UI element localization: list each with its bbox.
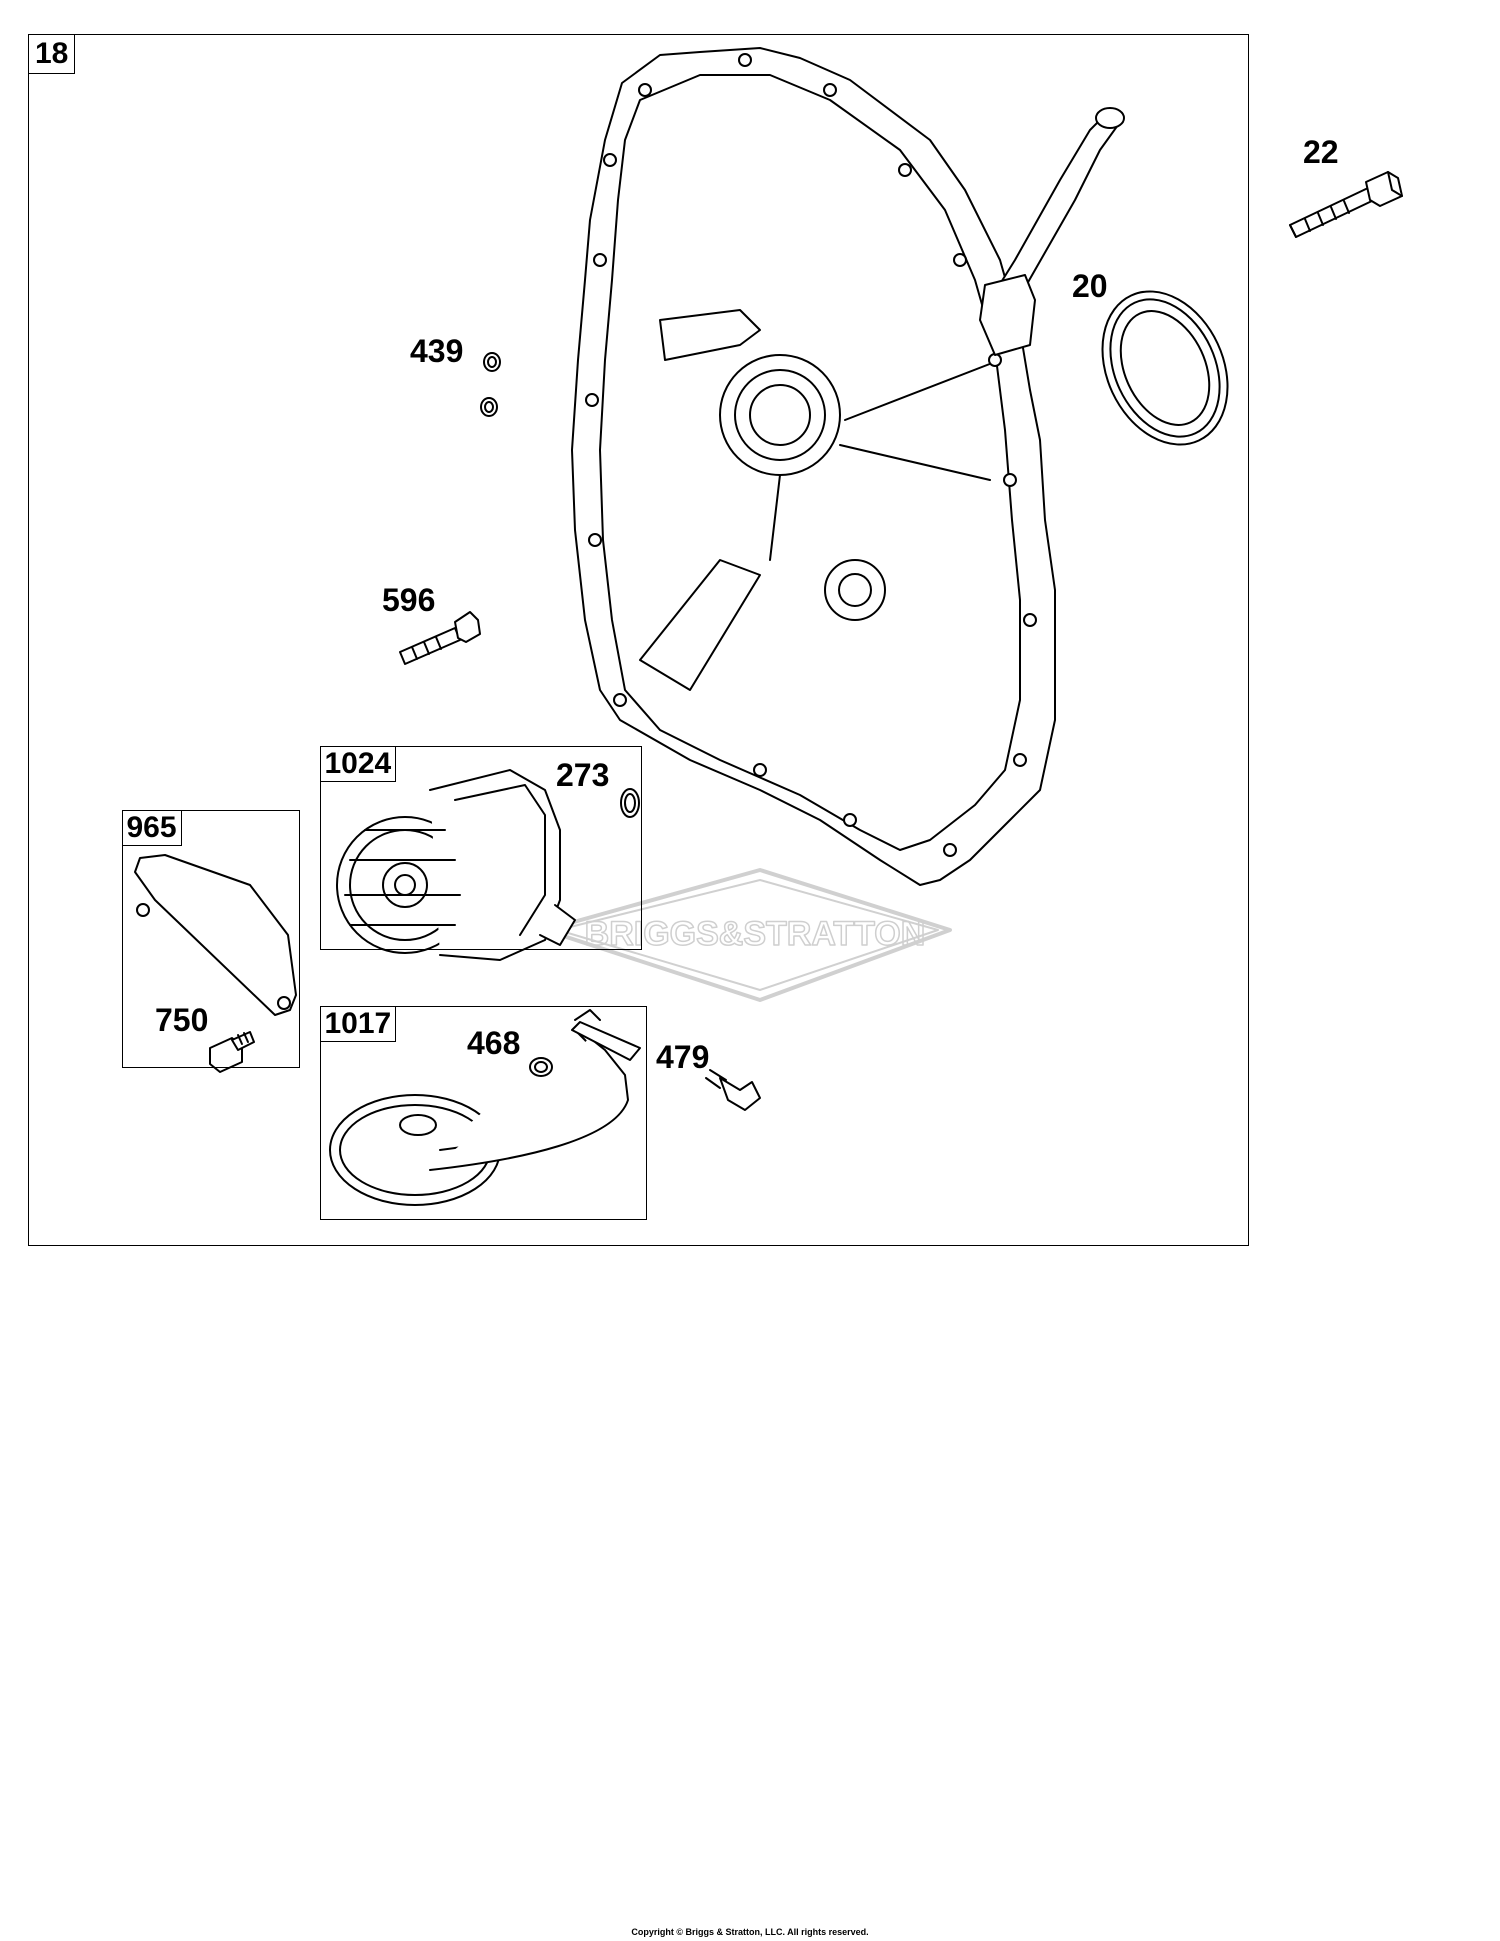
bolt-22 (1289, 171, 1403, 238)
main-item-tag: 18 (28, 34, 76, 74)
gear-assembly-1024 (336, 769, 576, 961)
callout-596: 596 (382, 582, 436, 618)
callout-468: 468 (467, 1025, 521, 1061)
callout-750: 750 (155, 1002, 209, 1038)
watermark-logo (543, 868, 952, 1002)
gasket-965 (134, 854, 297, 1016)
copyright-notice: Copyright © Briggs & Stratton, LLC. All … (631, 1927, 869, 1937)
o-ring-273 (620, 788, 640, 818)
o-ring-468 (529, 1057, 553, 1077)
screw-479 (705, 1069, 761, 1111)
subassembly-1024-box: 1024 (319, 745, 642, 950)
oil-pickup-1017 (329, 1009, 641, 1206)
subassembly-1017-box: 1017 (319, 1005, 647, 1220)
o-rings-439 (480, 352, 501, 417)
callout-479: 479 (656, 1039, 710, 1075)
bolt-596 (399, 611, 481, 665)
subassembly-965-box: 965 (121, 809, 300, 1068)
callout-273: 273 (556, 757, 610, 793)
callout-22: 22 (1303, 134, 1339, 170)
diagram-frame (28, 34, 1249, 1246)
bolt-750 (209, 1031, 255, 1073)
callout-439: 439 (410, 333, 464, 369)
subassembly-1017-tag: 1017 (319, 1005, 397, 1042)
subassembly-965-tag: 965 (121, 809, 182, 846)
callout-20: 20 (1072, 268, 1108, 304)
watermark-text: BRIGGS&STRATTON (585, 915, 926, 953)
crankcase-cover (571, 47, 1125, 886)
oil-seal-20 (1101, 290, 1229, 446)
subassembly-1024-tag: 1024 (319, 745, 397, 782)
